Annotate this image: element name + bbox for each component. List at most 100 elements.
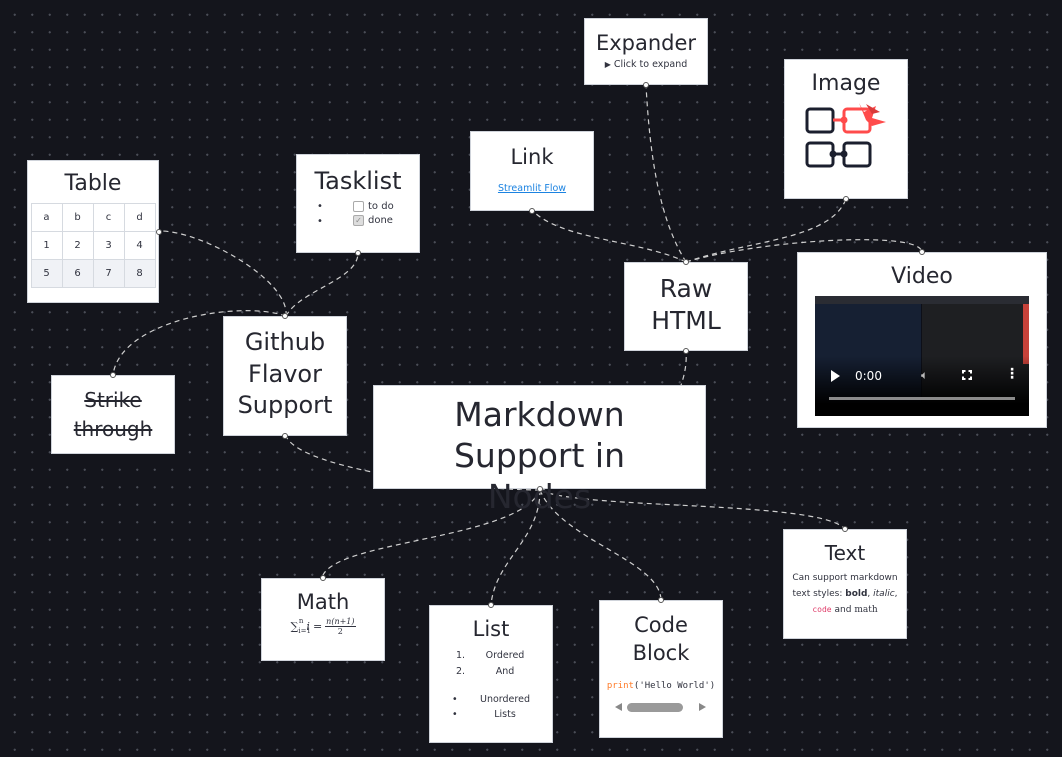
node-handle[interactable] [919, 249, 925, 255]
node-image[interactable]: Image [784, 59, 908, 202]
edge-raw-image [685, 198, 847, 263]
play-icon[interactable] [831, 370, 840, 382]
text-line: Can support markdown [792, 573, 898, 583]
list-item: Lists [494, 709, 516, 720]
streamlit-flow-logo-icon [805, 103, 886, 168]
node-text[interactable]: Text Can support markdown text styles: b… [783, 526, 907, 639]
node-link[interactable]: Link Streamlit Flow [470, 131, 594, 214]
node-table[interactable]: Table a b c d 1 2 3 4 5 6 7 8 [27, 160, 162, 303]
node-handle[interactable] [320, 575, 326, 581]
code-keyword: print [606, 681, 634, 691]
tasklist-title: Tasklist [314, 167, 402, 195]
node-handle[interactable] [842, 526, 848, 532]
markdown-table: a b c d 1 2 3 4 5 6 7 8 [30, 203, 156, 288]
node-handle[interactable] [488, 602, 494, 608]
scrollbar-thumb[interactable] [627, 703, 683, 712]
node-strike[interactable]: Strike through [51, 372, 175, 454]
node-math[interactable]: Math ∑i=1n i = n(n+1) 2 [261, 575, 385, 661]
list-item: Ordered [485, 650, 525, 661]
table-cell: 8 [123, 259, 156, 288]
video-progress-bar[interactable] [829, 397, 1015, 400]
math-text: math [854, 605, 878, 615]
node-handle[interactable] [683, 348, 689, 354]
more-options-icon[interactable]: ⋮ [1005, 366, 1019, 382]
expander-summary-text: Click to expand [613, 59, 688, 70]
node-main[interactable]: Markdown Support in Nodes [373, 385, 706, 516]
node-expander[interactable]: Expander ▶ Click to expand [584, 18, 708, 88]
node-handle[interactable] [156, 228, 162, 235]
node-handle[interactable] [355, 250, 361, 256]
text-prefix: text styles: [792, 589, 846, 599]
table-title: Table [64, 171, 122, 196]
edge-raw-video [685, 239, 923, 263]
node-code-block[interactable]: Code Block print('Hello World') [599, 597, 723, 738]
raw-title: Raw HTML [651, 274, 721, 335]
scroll-right-icon[interactable] [699, 703, 706, 711]
node-video[interactable]: Video 0:00 🔈︎ ⋮ [797, 249, 1047, 428]
and-text: and [834, 605, 852, 615]
list-title: List [472, 617, 510, 641]
edge-github-strike [112, 310, 287, 376]
expander-title: Expander [595, 31, 697, 55]
edge-raw-expander [645, 84, 687, 263]
strike-title: Strike through [73, 388, 153, 441]
edge-github-tasklist [285, 252, 359, 317]
node-handle[interactable] [843, 196, 849, 202]
table-cell: d [123, 203, 156, 232]
bold-text: bold [845, 589, 868, 599]
node-list[interactable]: List 1. 2. Ordered And • • Unordered Lis… [429, 602, 553, 743]
list-item: Unordered [480, 694, 530, 705]
node-github[interactable]: Github Flavor Support [223, 313, 347, 439]
checkbox-checked[interactable]: ✓ [353, 215, 364, 226]
node-raw-html[interactable]: Raw HTML [624, 259, 748, 354]
checkbox[interactable] [353, 201, 364, 212]
table-cell: 1 [30, 231, 63, 260]
table-cell: 6 [61, 259, 94, 288]
code-argument: ('Hello World') [633, 681, 716, 691]
video-time: 0:00 [855, 369, 882, 383]
edge-main-list [490, 489, 541, 606]
link-title: Link [510, 145, 554, 169]
node-handle[interactable] [658, 597, 664, 603]
volume-icon[interactable]: 🔈︎ [921, 368, 929, 382]
list-item: And [495, 666, 515, 677]
main-title: Markdown Support in Nodes [453, 395, 626, 516]
node-handle[interactable] [643, 82, 649, 88]
scroll-left-icon[interactable] [615, 703, 622, 711]
code-title: Code Block [632, 613, 690, 665]
table-cell: a [30, 203, 63, 232]
task-label: done [368, 215, 393, 226]
video-player[interactable]: 0:00 🔈︎ ⋮ [815, 296, 1029, 416]
italic-text: italic [873, 589, 895, 599]
video-title: Video [891, 264, 953, 289]
code-snippet: print('Hello World') [600, 681, 722, 691]
node-tasklist[interactable]: Tasklist • • to do ✓ done [296, 154, 420, 256]
edge-raw-link [531, 209, 687, 263]
github-title: Github Flavor Support [237, 328, 333, 419]
table-cell: 3 [92, 231, 125, 260]
expander-summary[interactable]: ▶ Click to expand [585, 59, 707, 70]
table-cell: c [92, 203, 125, 232]
table-cell: b [61, 203, 94, 232]
table-cell: 5 [30, 259, 63, 288]
text-title: Text [824, 541, 866, 565]
edge-main-math [321, 489, 541, 579]
node-handle[interactable] [282, 433, 288, 439]
edge-main-code [539, 489, 662, 601]
edge-github-table [158, 230, 287, 317]
streamlit-flow-link[interactable]: Streamlit Flow [497, 183, 567, 194]
table-cell: 7 [92, 259, 125, 288]
table-cell: 4 [123, 231, 156, 260]
triangle-right-icon: ▶ [604, 60, 611, 69]
node-handle[interactable] [536, 486, 543, 492]
node-handle[interactable] [282, 313, 288, 319]
node-handle[interactable] [529, 208, 535, 214]
math-formula: ∑i=1n i = n(n+1) 2 [290, 617, 356, 636]
node-handle[interactable] [110, 372, 116, 378]
task-label: to do [368, 201, 394, 212]
inline-code: code [812, 605, 832, 614]
code-scrollbar[interactable] [613, 701, 709, 713]
node-handle[interactable] [683, 259, 689, 265]
math-title: Math [296, 590, 350, 614]
image-title: Image [811, 71, 881, 96]
